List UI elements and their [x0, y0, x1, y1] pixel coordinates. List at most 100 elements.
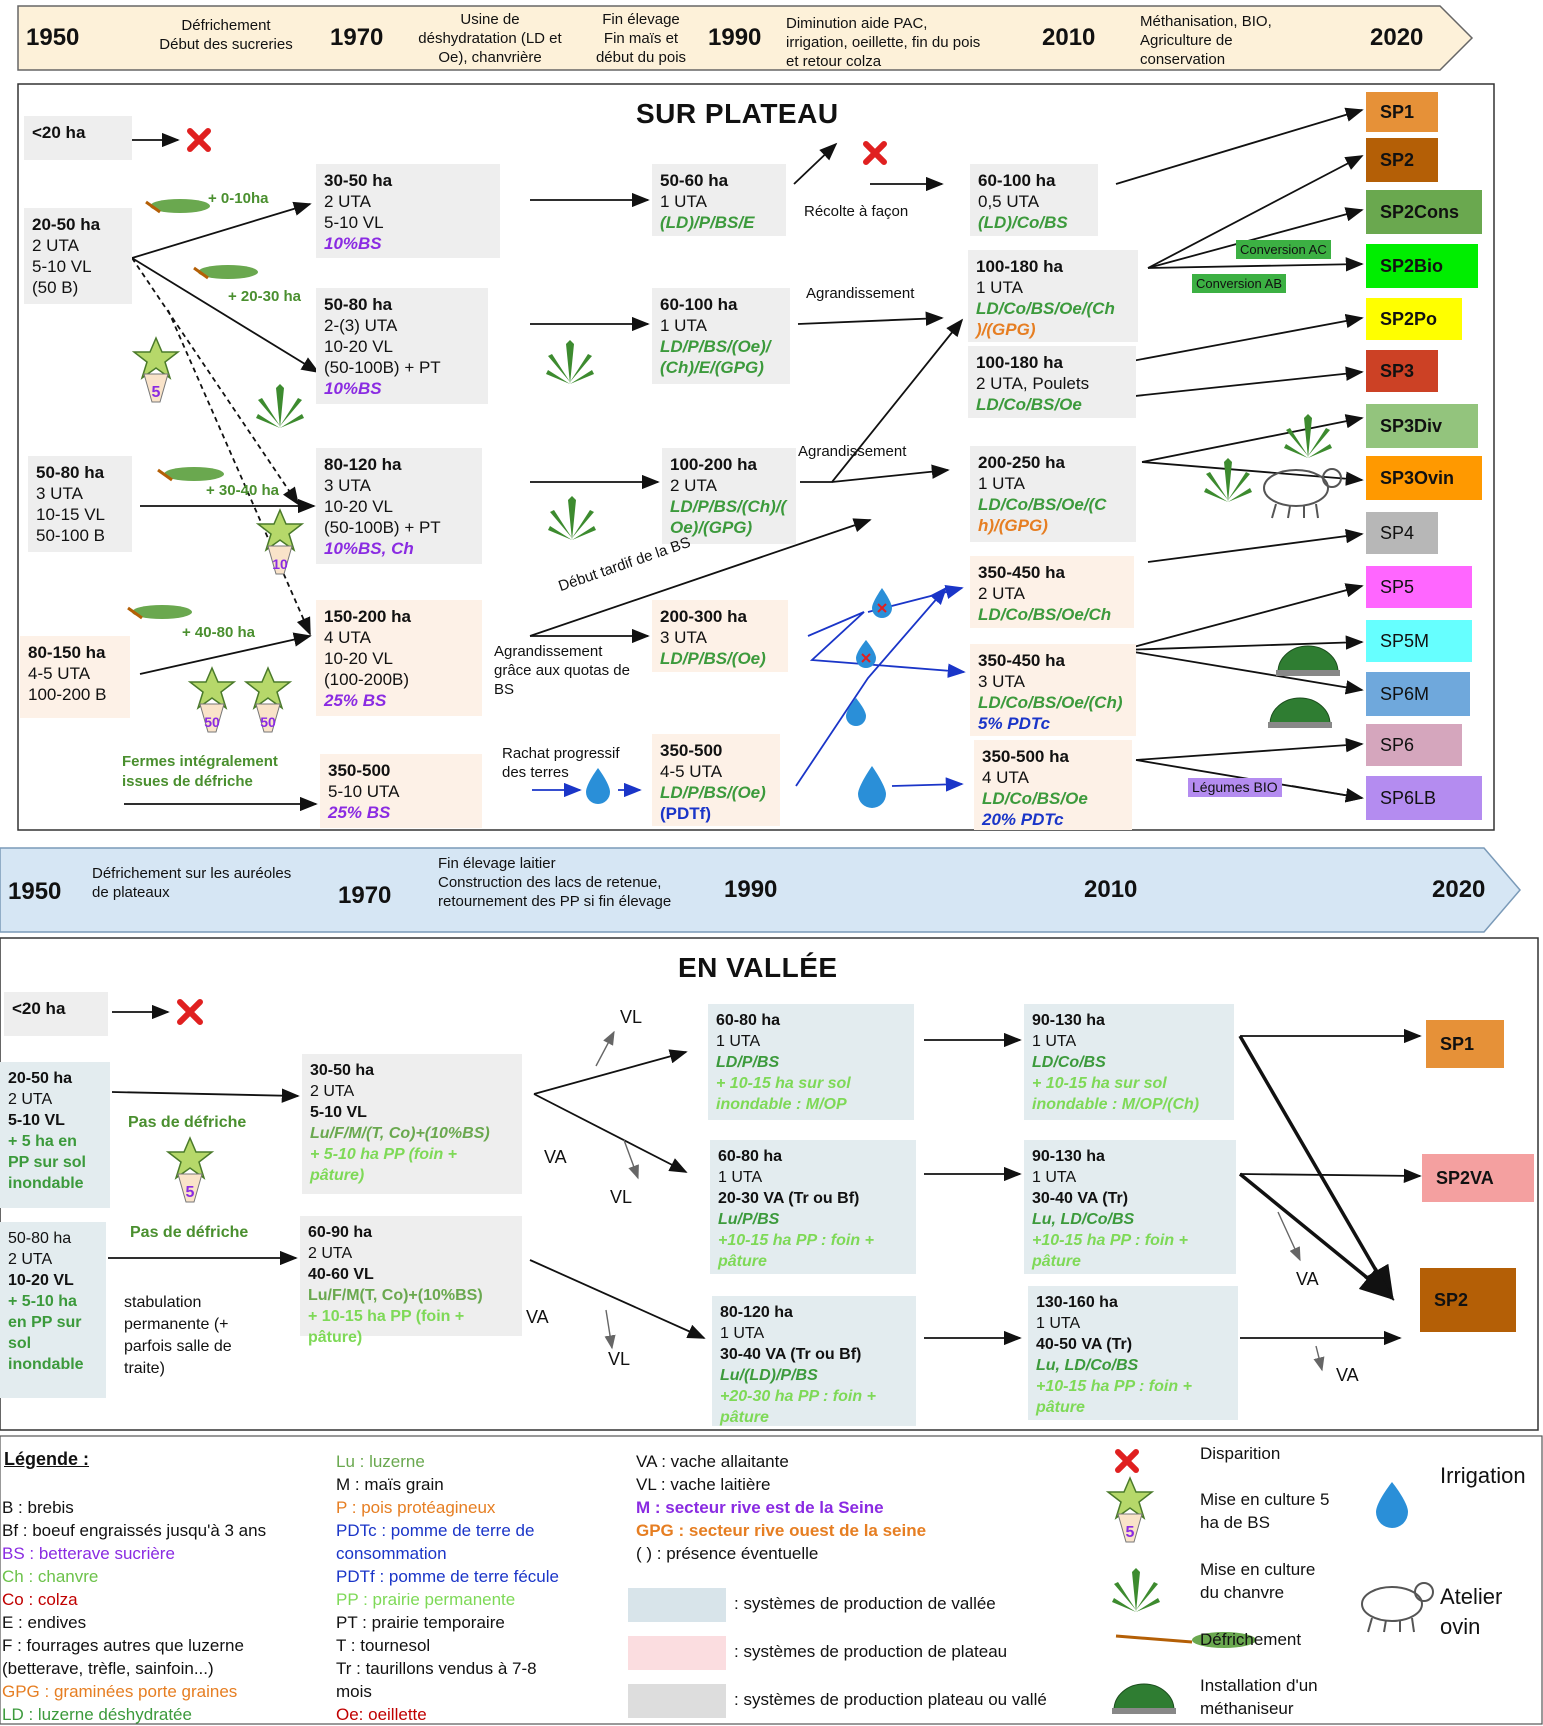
year-1970: 1970 [330, 24, 384, 51]
beet-star-icon: 5 [165, 1136, 215, 1203]
beet-star-icon: 10 [255, 508, 305, 575]
timeline-top-arrow [17, 5, 1474, 71]
timeline-event: Fin élevage laitier Construction des lac… [438, 855, 672, 910]
disparition-icon [177, 999, 203, 1025]
sp-box: SP6M [1366, 672, 1470, 716]
defriche-label: + 30-40 ha [206, 482, 279, 499]
disparition-icon [187, 128, 211, 152]
legend-swatch-label: : systèmes de production de plateau [734, 1642, 1008, 1661]
defriche-label: + 40-80 ha [182, 624, 255, 641]
sp-box: SP3 [1366, 350, 1438, 392]
sp-box: SP6LB [1366, 776, 1482, 820]
year-1950: 1950 [26, 24, 80, 51]
timeline-event: Diminution aide PAC, irrigation, oeillet… [786, 15, 981, 70]
sp-box: SP2 [1366, 138, 1438, 182]
legend-icon-label: Atelier ovin [1440, 1584, 1503, 1639]
vallee-frame [0, 937, 1539, 1431]
plateau-title: SUR PLATEAU [636, 98, 839, 129]
year-1950: 1950 [8, 878, 62, 905]
va-label: VA [1296, 1269, 1319, 1289]
legumes-bio-label: Légumes BIO [1188, 778, 1282, 797]
fermes-label: Fermes intégralement issues de défriche [122, 753, 278, 790]
year-2010: 2010 [1084, 876, 1138, 903]
defrichement-icon [1115, 1632, 1256, 1648]
disparition-icon [863, 141, 887, 165]
swatch-vallee [628, 1588, 726, 1622]
timeline-event: Méthanisation, BIO, Agriculture de conse… [1140, 13, 1272, 68]
timeline-event: Fin élevage Fin maïs et début du pois [595, 11, 687, 66]
swatch-plateau [628, 1636, 726, 1670]
legend-icon-label: Disparition [1200, 1444, 1281, 1463]
vallee-title: EN VALLÉE [678, 952, 838, 983]
legend-icon-label: Installation d'un méthaniseur [1200, 1676, 1318, 1718]
defrichement-icon [157, 467, 224, 482]
sp-box: SP4 [1366, 512, 1438, 554]
timeline-bottom-arrow [0, 847, 1521, 933]
year-2020: 2020 [1432, 876, 1486, 903]
timeline-event: Défrichement sur les auréoles de plateau… [92, 865, 292, 901]
sp-box: SP6 [1366, 724, 1462, 766]
sp-box: SP2 [1420, 1268, 1516, 1332]
svg-text:50: 50 [204, 714, 220, 730]
sp-box: SP2Cons [1366, 190, 1482, 234]
note-label: Pas de défriche [130, 1224, 249, 1241]
beet-star-icon: 50 [187, 666, 237, 733]
legend-col3: VA : vache allaitante VL : vache laitièr… [636, 1452, 927, 1563]
sp-box: SP5M [1366, 620, 1472, 662]
va-label: VA [1336, 1365, 1359, 1385]
timeline-event: Défrichement Début des sucreries [159, 17, 293, 53]
conversion-ab-label: Conversion AB [1192, 274, 1286, 293]
hemp-icon [256, 340, 1332, 1612]
legend-frame [0, 1435, 1543, 1725]
beet-star-icon: 5 [131, 336, 181, 403]
note-label: Pas de défriche [128, 1114, 247, 1131]
legend-swatch-label: : systèmes de production plateau ou vall… [734, 1690, 1047, 1709]
legend-icon-label: Défrichement [1200, 1630, 1302, 1649]
farm-box: <20 ha [4, 992, 108, 1036]
sp-box: SP1 [1426, 1020, 1504, 1068]
methaniseur-icon [1112, 645, 1340, 1714]
va-label: VA [526, 1307, 549, 1327]
beet-star-icon: 50 [243, 666, 293, 733]
sp-box: SP2Po [1366, 298, 1462, 340]
beet-star-icon: 5 [1105, 1476, 1155, 1543]
sp-box: SP5 [1366, 566, 1472, 608]
year-2010: 2010 [1042, 24, 1096, 51]
arrow-label: Agrandissement [806, 285, 915, 302]
legend-swatch-label: : systèmes de production de vallée [734, 1594, 996, 1613]
sp-box: SP2VA [1422, 1154, 1534, 1202]
svg-text:5: 5 [152, 384, 161, 401]
svg-text:50: 50 [260, 714, 276, 730]
sheep-icon [1361, 1582, 1434, 1633]
legend-title: Légende : [4, 1449, 90, 1469]
legend-col2: Lu : luzerne M : maïs grain P : pois pro… [336, 1452, 559, 1724]
plateau-frame [17, 83, 1495, 831]
svg-text:5: 5 [1126, 1524, 1135, 1541]
vl-label: VL [620, 1007, 643, 1027]
defrichement-icon [193, 265, 258, 280]
legend-icon-label: Mise en culture du chanvre [1200, 1560, 1316, 1602]
sp-box: SP3Div [1366, 404, 1478, 448]
note-label: stabulation permanente (+ parfois salle … [124, 1294, 232, 1377]
